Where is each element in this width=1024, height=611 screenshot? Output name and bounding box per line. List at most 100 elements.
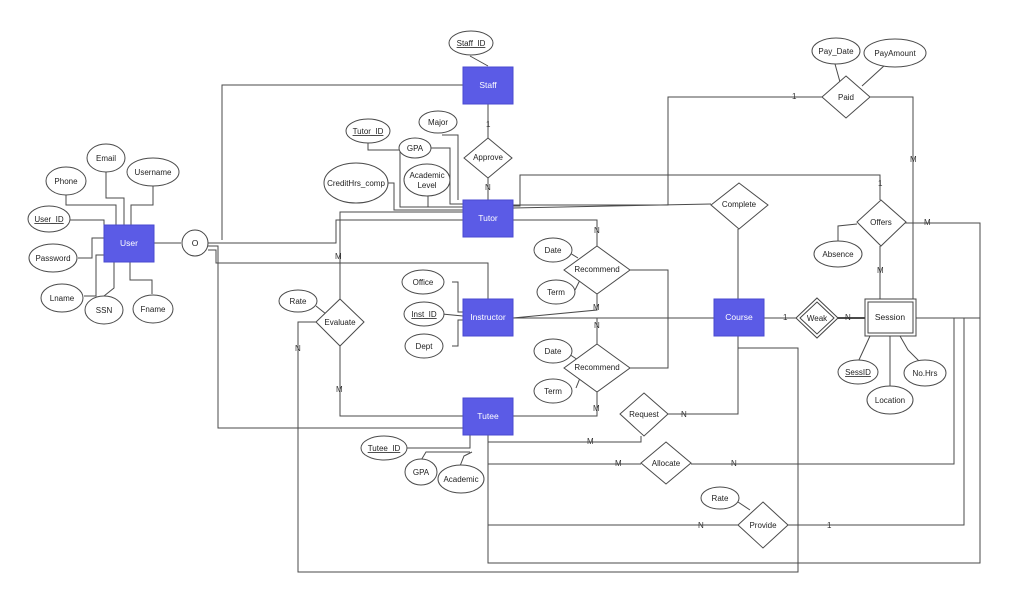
entity-instructor-label: Instructor xyxy=(470,312,506,322)
line-academic-tutee xyxy=(459,451,473,467)
entity-user[interactable]: User xyxy=(103,224,155,263)
attr-dept[interactable]: Dept xyxy=(404,333,444,359)
relationship-request-label: Request xyxy=(629,410,660,419)
entity-session[interactable]: Session xyxy=(864,298,917,337)
attr-ssn-label: SSN xyxy=(96,306,113,315)
attr-fname[interactable]: Fname xyxy=(132,294,174,324)
line-gpa-tutor xyxy=(430,147,463,205)
card-provide-1: 1 xyxy=(827,521,832,530)
relationship-offers[interactable]: Offers xyxy=(856,199,907,247)
attr-sess-id-label: SessID xyxy=(845,368,871,377)
attr-staff-id-label: Staff_ID xyxy=(457,39,486,48)
disjoint-circle[interactable]: O xyxy=(181,229,209,257)
relationship-weak[interactable]: Weak xyxy=(795,297,839,339)
line-allocate-session xyxy=(691,317,955,465)
relationship-recommend-2[interactable]: Recommend xyxy=(563,343,631,393)
relationship-complete[interactable]: Complete xyxy=(710,182,769,230)
entity-tutee-label: Tutee xyxy=(477,411,499,421)
attr-staff-id[interactable]: Staff_ID xyxy=(448,30,494,56)
line-rec2-tutee xyxy=(513,392,598,417)
attr-date-2[interactable]: Date xyxy=(533,338,573,364)
relationship-evaluate-label: Evaluate xyxy=(324,318,356,327)
line-rec1-course xyxy=(630,269,714,319)
line-tutor-recommend1 xyxy=(513,219,598,246)
attr-inst-id[interactable]: Inst_ID xyxy=(403,301,445,327)
relationship-paid[interactable]: Paid xyxy=(821,75,871,119)
attr-username[interactable]: Username xyxy=(126,157,180,187)
attr-lname-label: Lname xyxy=(50,294,75,303)
attr-academic-level-label-2: Level xyxy=(417,181,436,190)
relationship-recommend-1[interactable]: Recommend xyxy=(563,245,631,295)
entity-session-label: Session xyxy=(875,312,906,322)
attr-sess-id[interactable]: SessID xyxy=(837,359,879,385)
line-tutor-paid xyxy=(513,96,822,206)
line-disjoint-tutee xyxy=(208,245,463,429)
relationship-evaluate[interactable]: Evaluate xyxy=(315,298,365,347)
attr-credit-hrs-label: CreditHrs_comp xyxy=(327,179,385,188)
card-rec2-bottom: M xyxy=(593,404,600,413)
attr-rate-evaluate[interactable]: Rate xyxy=(278,289,318,313)
card-provide-n: N xyxy=(698,521,704,530)
attr-email[interactable]: Email xyxy=(86,143,126,173)
line-tutee-request xyxy=(487,435,642,443)
attr-no-hrs-label: No.Hrs xyxy=(913,369,938,378)
attr-credit-hrs[interactable]: CreditHrs_comp xyxy=(323,162,389,204)
attr-gpa-tutor[interactable]: GPA xyxy=(398,137,432,159)
attr-academic-tutee[interactable]: Academic xyxy=(437,464,485,494)
line-staffid-staff xyxy=(469,55,489,67)
attr-term-2[interactable]: Term xyxy=(533,378,573,404)
entity-user-label: User xyxy=(120,238,138,248)
line-absence-offers xyxy=(837,223,858,243)
card-approve-tutor: N xyxy=(485,183,491,192)
attr-tutee-id[interactable]: Tutee_ID xyxy=(360,435,408,461)
relationship-approve-label: Approve xyxy=(473,153,503,162)
line-userid-user xyxy=(70,219,105,232)
attr-user-id[interactable]: User_ID xyxy=(27,205,71,233)
attr-academic-level-label-1: Academic xyxy=(409,171,444,180)
attr-date-1[interactable]: Date xyxy=(533,237,573,263)
attr-pay-amount[interactable]: PayAmount xyxy=(863,38,927,68)
attr-location-label: Location xyxy=(875,396,905,405)
relationship-request[interactable]: Request xyxy=(619,392,669,437)
line-tutor-offers xyxy=(513,174,881,207)
attr-ssn[interactable]: SSN xyxy=(84,295,124,325)
attr-location[interactable]: Location xyxy=(866,385,914,415)
entity-tutor[interactable]: Tutor xyxy=(462,199,514,238)
attr-tutor-id[interactable]: Tutor_ID xyxy=(345,118,391,144)
entity-course-label: Course xyxy=(725,312,753,322)
card-rec2-top: N xyxy=(594,321,600,330)
card-staff-approve: 1 xyxy=(486,120,491,129)
line-tutor-evaluate xyxy=(339,211,463,300)
attr-phone[interactable]: Phone xyxy=(45,166,87,196)
entity-instructor[interactable]: Instructor xyxy=(462,298,514,337)
attr-academic-level[interactable]: Academic Level xyxy=(403,163,451,197)
attr-lname[interactable]: Lname xyxy=(40,283,84,313)
attr-gpa-tutee[interactable]: GPA xyxy=(404,458,438,486)
attr-term-1[interactable]: Term xyxy=(536,279,576,305)
relationship-provide-label: Provide xyxy=(749,521,777,530)
line-recommend1-instructor xyxy=(512,294,598,319)
attr-pay-date[interactable]: Pay_Date xyxy=(811,37,861,65)
card-paid-left: 1 xyxy=(792,92,797,101)
relationship-provide[interactable]: Provide xyxy=(737,501,789,549)
line-term1-rec1 xyxy=(574,279,581,291)
attr-phone-label: Phone xyxy=(54,177,78,186)
relationship-approve[interactable]: Approve xyxy=(463,137,513,179)
card-user-m: M xyxy=(335,252,342,261)
attr-absence[interactable]: Absence xyxy=(813,240,863,268)
attr-date-2-label: Date xyxy=(545,347,562,356)
attr-gpa-tutor-label: GPA xyxy=(407,144,424,153)
attr-major[interactable]: Major xyxy=(418,110,458,134)
relationship-weak-label: Weak xyxy=(807,314,828,323)
attr-password[interactable]: Password xyxy=(28,243,78,273)
attr-no-hrs[interactable]: No.Hrs xyxy=(903,359,947,387)
line-request-course xyxy=(665,336,739,415)
entity-course[interactable]: Course xyxy=(713,298,765,337)
attr-rate-provide[interactable]: Rate xyxy=(700,486,740,510)
attr-office[interactable]: Office xyxy=(401,269,445,295)
entity-tutee[interactable]: Tutee xyxy=(462,397,514,436)
entity-staff[interactable]: Staff xyxy=(462,66,514,105)
relationship-allocate[interactable]: Allocate xyxy=(640,441,692,485)
attr-absence-label: Absence xyxy=(822,250,854,259)
attr-tutor-id-label: Tutor_ID xyxy=(353,127,384,136)
